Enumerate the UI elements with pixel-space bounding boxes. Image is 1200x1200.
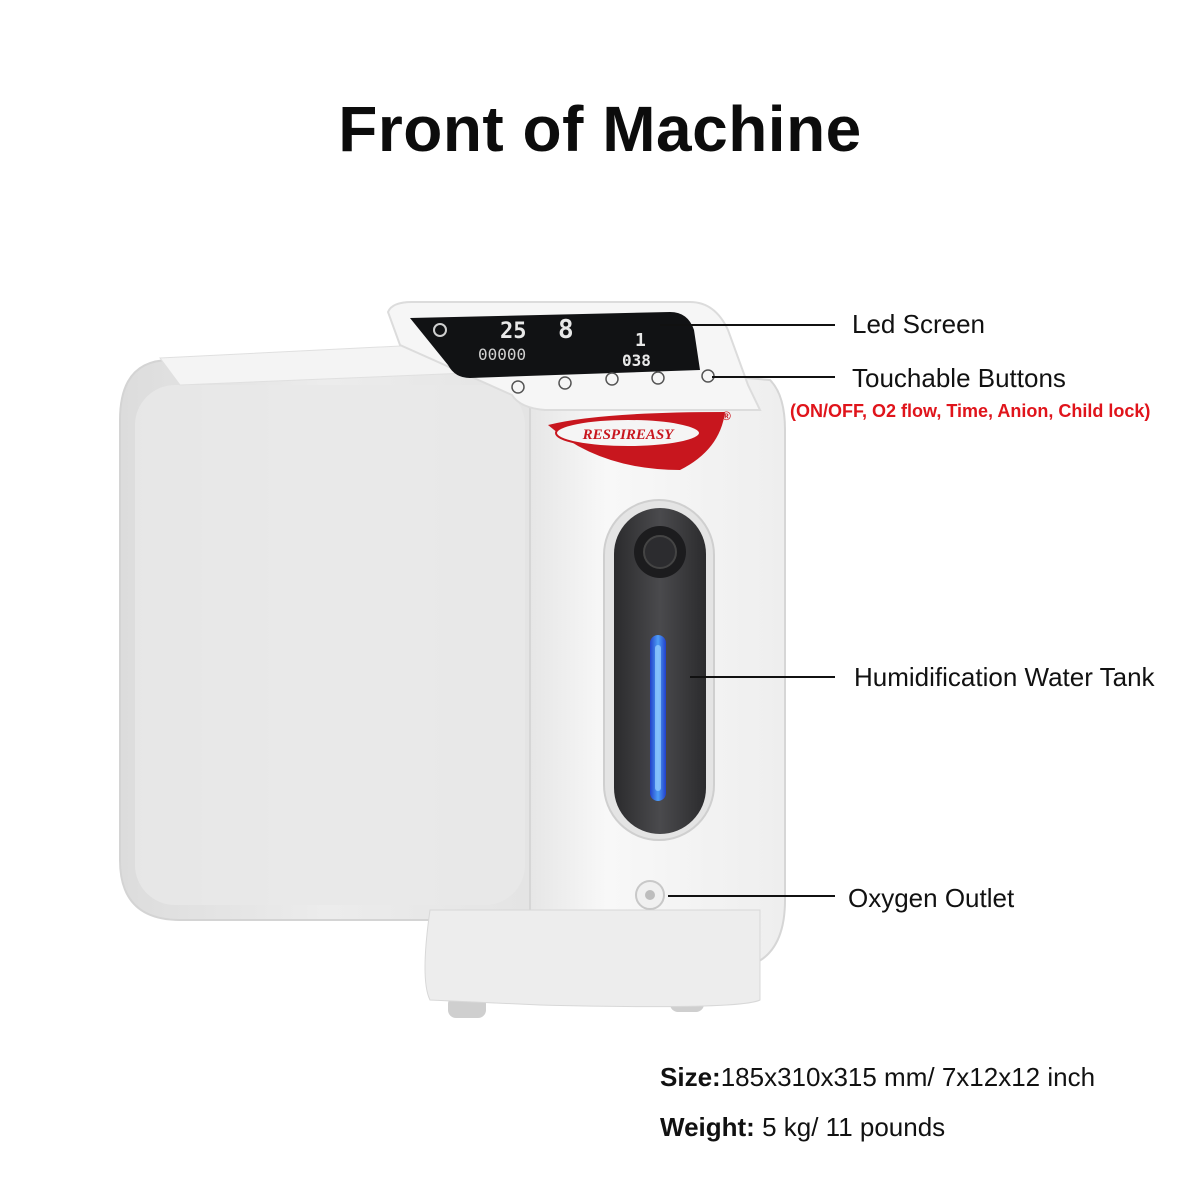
side-face-inset <box>135 385 525 905</box>
screen-flow-value: 8 <box>558 315 574 345</box>
brand-logo-text: RESPIREASY <box>582 427 676 443</box>
screen-timer-value: 00000 <box>478 345 526 364</box>
logo-oval <box>555 418 701 448</box>
anion-button[interactable] <box>558 376 572 390</box>
led-screen <box>410 312 700 378</box>
weight-label: Weight: <box>660 1112 755 1142</box>
page-title: Front of Machine <box>338 93 862 165</box>
tank-knob-inner <box>643 535 677 569</box>
screen-status-icon <box>433 323 447 337</box>
registered-mark: ® <box>722 409 731 423</box>
screen-level-value: 1 <box>635 330 646 351</box>
water-level-core <box>655 645 661 791</box>
water-tank-label: Humidification Water Tank <box>854 662 1155 692</box>
led-screen-label: Led Screen <box>852 309 985 339</box>
touch-buttons-label: Touchable Buttons <box>852 363 1066 393</box>
size-value: 185x310x315 mm/ 7x12x12 inch <box>720 1062 1096 1092</box>
screen-temp-value: 038 <box>622 351 651 370</box>
oxygen-outlet-label: Oxygen Outlet <box>848 883 1015 913</box>
size-spec: Size:185x310x315 mm/ 7x12x12 inch <box>660 1062 1095 1093</box>
bottom-base <box>424 909 761 1008</box>
o2-flow-button[interactable] <box>651 371 665 385</box>
oxygen-outlet-hole <box>645 890 655 900</box>
child-lock-button[interactable] <box>511 380 525 394</box>
screen-main-value: 25 <box>500 319 527 344</box>
weight-value: 5 kg/ 11 pounds <box>754 1112 946 1142</box>
time-button[interactable] <box>605 372 619 386</box>
weight-spec: Weight: 5 kg/ 11 pounds <box>660 1112 945 1143</box>
size-label: Size: <box>660 1062 721 1092</box>
touch-buttons-detail: (ON/OFF, O2 flow, Time, Anion, Child loc… <box>790 401 1151 421</box>
